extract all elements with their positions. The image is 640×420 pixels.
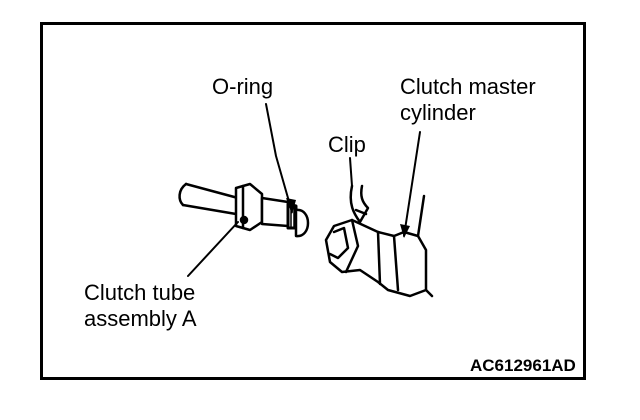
o-ring-arrowhead (286, 198, 296, 214)
clutch-tube-body (260, 196, 290, 228)
o-ring-leader (265, 103, 293, 213)
master-cylinder-housing (324, 218, 428, 298)
o-ring-label: O-ring (212, 74, 274, 99)
clutch-tube-pipe-end (178, 182, 188, 207)
master-cylinder-body-edge (416, 194, 434, 298)
clutch-tube-label-line1: Clutch tube (84, 280, 196, 305)
clutch-tube-mark (239, 215, 249, 225)
figure-code: AC612961AD (470, 356, 576, 375)
clutch-tube-nut (234, 182, 264, 232)
clutch-tube-label: Clutch tube assembly A (84, 280, 197, 332)
master-cylinder-label-line1: Clutch master (400, 74, 536, 99)
clip-leader (349, 157, 353, 187)
clutch-tube-pipe (181, 182, 240, 216)
clip-label: Clip (328, 132, 366, 157)
clip-shape (349, 184, 370, 224)
master-cylinder-arrowhead (400, 224, 410, 238)
clutch-tube-nose (294, 208, 310, 238)
clutch-tube-label-line2: assembly A (84, 306, 197, 331)
master-cylinder-label: Clutch master cylinder (400, 74, 536, 126)
diagram-frame (40, 22, 586, 380)
master-cylinder-leader (403, 131, 421, 237)
clutch-tube-leader (187, 221, 239, 277)
master-cylinder-label-line2: cylinder (400, 100, 476, 125)
